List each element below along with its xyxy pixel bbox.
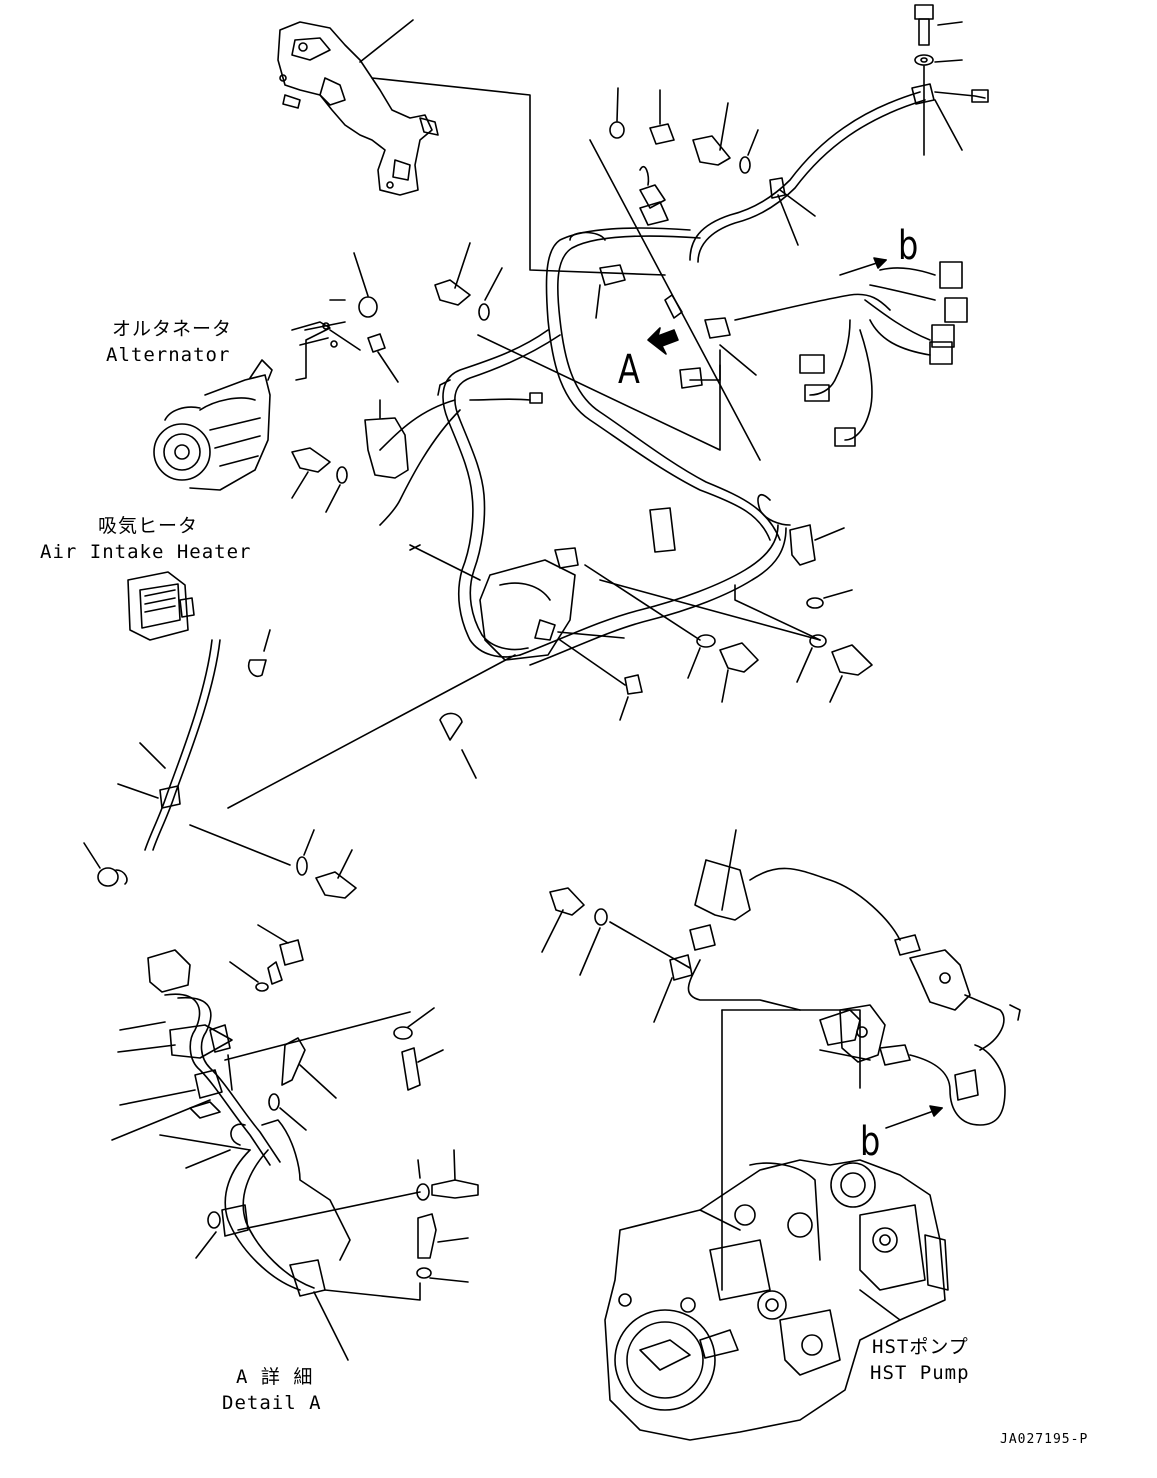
drawing-reference: JA027195-P bbox=[1000, 1432, 1089, 1447]
detail-a bbox=[111, 924, 479, 1361]
view-a-callout: A bbox=[618, 347, 640, 393]
air-intake-heater-label-en: Air Intake Heater bbox=[40, 541, 252, 563]
alternator-label-jp: オルタネータ bbox=[112, 318, 233, 340]
b-arrow-bottom bbox=[885, 1105, 943, 1129]
view-a-arrow bbox=[647, 327, 679, 355]
detail-a-label-en: Detail A bbox=[222, 1392, 322, 1414]
air-intake-heater-label-jp: 吸気ヒータ bbox=[98, 515, 199, 537]
hst-pump-sensors bbox=[541, 829, 1021, 1291]
leader-line bbox=[371, 77, 666, 276]
alternator-label-en: Alternator bbox=[106, 344, 231, 366]
upper-center-fasteners bbox=[434, 87, 816, 376]
upper-bracket-assembly bbox=[277, 19, 439, 196]
b-callout-bottom: b bbox=[860, 1119, 881, 1165]
alternator bbox=[153, 321, 361, 491]
lower-left-fasteners bbox=[296, 527, 873, 899]
b-arrow-top bbox=[839, 257, 887, 276]
detail-a-label-jp: A 詳 細 bbox=[236, 1366, 314, 1388]
hst-pump-label-en: HST Pump bbox=[870, 1362, 970, 1384]
main-wiring-harness bbox=[329, 91, 968, 686]
top-right-fasteners bbox=[911, 4, 989, 156]
air-intake-heater bbox=[83, 571, 516, 887]
hst-pump-label-jp: HSTポンプ bbox=[872, 1336, 969, 1358]
alternator-fasteners bbox=[291, 252, 399, 513]
hst-pump bbox=[604, 1159, 949, 1441]
b-callout-top: b bbox=[898, 223, 919, 269]
